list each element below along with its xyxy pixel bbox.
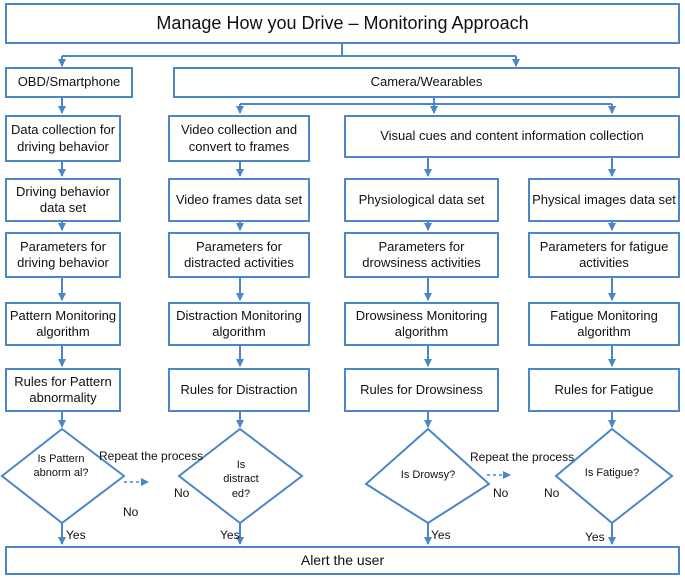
col3-step2-text: Physiological data set [358, 191, 485, 207]
col4-step3-text: Parameters for fatigue activities [539, 238, 669, 270]
obd-label: OBD/Smartphone [17, 74, 121, 90]
visual-cues-box: Visual cues and content information coll… [344, 115, 680, 158]
camera-box: Camera/Wearables [173, 67, 680, 98]
col3-step4-text: Drowsiness Monitoring algorithm [355, 307, 488, 339]
col3-step3-text: Parameters for drowsiness activities [362, 238, 481, 270]
col2-dataset-box: Video frames data set [168, 178, 310, 222]
decision-drowsy-text: Is Drowsy? [400, 469, 456, 481]
visual-cues-text: Visual cues and content information coll… [380, 128, 644, 144]
yes-label-fatigue: Yes [585, 530, 605, 544]
col3-step5-text: Rules for Drowsiness [360, 381, 483, 397]
col3-algorithm-box: Drowsiness Monitoring algorithm [344, 302, 499, 346]
no-label-distracted: No [174, 486, 190, 500]
col3-parameters-box: Parameters for drowsiness activities [344, 232, 499, 278]
col1-step4-text: Pattern Monitoring algorithm [9, 307, 117, 339]
yes-label-drowsy: Yes [431, 528, 451, 542]
alert-user-text: Alert the user [300, 551, 385, 568]
col4-algorithm-box: Fatigue Monitoring algorithm [528, 302, 680, 346]
col1-rules-box: Rules for Pattern abnormality [5, 368, 121, 412]
yes-label-distracted: Yes [220, 528, 240, 542]
col4-dataset-box: Physical images data set [528, 178, 680, 222]
col4-step2-text: Physical images data set [532, 191, 676, 207]
col2-parameters-box: Parameters for distracted activities [168, 232, 310, 278]
col1-step5-text: Rules for Pattern abnormality [14, 373, 112, 405]
camera-label: Camera/Wearables [370, 74, 483, 90]
col3-dataset-box: Physiological data set [344, 178, 499, 222]
col1-parameters-box: Parameters for driving behavior [5, 232, 121, 278]
obd-box: OBD/Smartphone [5, 67, 133, 98]
col1-dataset-box: Driving behavior data set [5, 178, 121, 222]
decision-pattern-text: Is Pattern abnorm al? [33, 453, 89, 480]
col2-rules-box: Rules for Distraction [168, 368, 310, 412]
col4-parameters-box: Parameters for fatigue activities [528, 232, 680, 278]
col4-rules-box: Rules for Fatigue [528, 368, 680, 412]
col1-step1-text: Data collection for driving behavior [10, 122, 116, 154]
decision-fatigue-text: Is Fatigue? [584, 467, 640, 479]
col2-video-collection-box: Video collection and convert to frames [168, 115, 310, 162]
col2-step2-text: Video frames data set [175, 191, 303, 207]
col2-step3-text: Parameters for distracted activities [184, 238, 294, 270]
col2-step5-text: Rules for Distraction [180, 381, 298, 397]
col1-data-collection-box: Data collection for driving behavior [5, 115, 121, 162]
col4-step5-text: Rules for Fatigue [554, 381, 654, 397]
repeat-process-right-label: Repeat the process [470, 450, 575, 464]
col2-step4-text: Distraction Monitoring algorithm [176, 307, 302, 339]
col4-step4-text: Fatigue Monitoring algorithm [550, 307, 658, 339]
title-text: Manage How you Drive – Monitoring Approa… [156, 13, 529, 34]
decision-distracted-text: Is distract ed? [223, 459, 259, 500]
repeat-process-left-label: Repeat the process [99, 449, 204, 463]
title-box: Manage How you Drive – Monitoring Approa… [5, 3, 680, 44]
col1-algorithm-box: Pattern Monitoring algorithm [5, 302, 121, 346]
col2-algorithm-box: Distraction Monitoring algorithm [168, 302, 310, 346]
no-label-pattern: No [123, 505, 139, 519]
col1-step3-text: Parameters for driving behavior [17, 238, 109, 270]
no-label-drowsy: No [493, 486, 509, 500]
col1-step2-text: Driving behavior data set [16, 183, 110, 215]
no-label-fatigue: No [544, 486, 560, 500]
col3-rules-box: Rules for Drowsiness [344, 368, 499, 412]
alert-user-box: Alert the user [5, 546, 680, 575]
yes-label-pattern: Yes [66, 528, 86, 542]
col2-step1-text: Video collection and convert to frames [180, 122, 298, 154]
